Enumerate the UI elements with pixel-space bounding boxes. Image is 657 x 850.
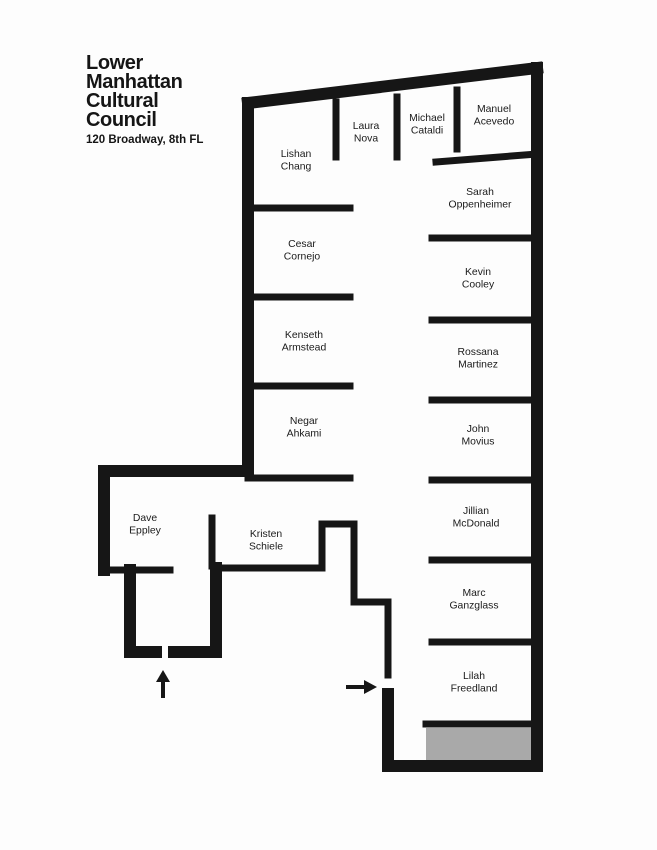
room-label-line: Manuel [477, 104, 511, 115]
room-label-line: Cesar [288, 239, 316, 250]
title-line-3: Cultural [86, 90, 159, 112]
room-label-line: Movius [462, 437, 495, 448]
room-label-line: McDonald [453, 519, 500, 530]
room-label-line: Cooley [462, 280, 495, 291]
room-label-line: John [467, 424, 490, 435]
title-line-4: Council [86, 109, 157, 131]
entrance-arrows [156, 670, 377, 698]
room-label-line: Negar [290, 416, 319, 427]
room-label-line: Kristen [250, 529, 283, 540]
room-label-line: Cataldi [411, 126, 443, 137]
room-label-line: Oppenheimer [449, 200, 512, 211]
room-label-line: Lilah [463, 671, 485, 682]
room-label-line: Marc [462, 588, 485, 599]
room-label-line: Jillian [463, 506, 489, 517]
wall-segment [432, 150, 541, 166]
wall-segment [241, 61, 544, 110]
room-label-line: Dave [133, 513, 157, 524]
room-label-line: Rossana [457, 347, 498, 358]
room-label-line: Chang [281, 162, 312, 173]
room-label-line: Laura [353, 121, 380, 132]
room-label-line: Acevedo [474, 117, 515, 128]
room-label-line: Cornejo [284, 252, 321, 263]
room-label-line: Freedland [451, 684, 498, 695]
title-line-1: Lower [86, 52, 143, 74]
entrance-arrow-up-head [156, 670, 170, 682]
room-label-line: Nova [354, 134, 378, 145]
title-block: Lower Manhattan Cultural Council 120 Bro… [86, 52, 204, 147]
room-label-line: Ahkami [287, 429, 322, 440]
room-label-line: Michael [409, 113, 445, 124]
room-label-line: Schiele [249, 542, 283, 553]
room-label-line: Sarah [466, 187, 494, 198]
title-line-2: Manhattan [86, 71, 183, 93]
room-label-line: Ganzglass [449, 601, 498, 612]
walls [98, 61, 544, 772]
address: 120 Broadway, 8th FL [86, 134, 204, 146]
storage-block [426, 728, 531, 760]
room-label-line: Martinez [458, 360, 498, 371]
room-label-line: Kevin [465, 267, 491, 278]
room-label-line: Lishan [281, 149, 312, 160]
room-label-line: Kenseth [285, 330, 323, 341]
room-label-line: Eppley [129, 526, 162, 537]
room-label-line: Armstead [282, 343, 327, 354]
entrance-arrow-right-head [364, 680, 377, 694]
